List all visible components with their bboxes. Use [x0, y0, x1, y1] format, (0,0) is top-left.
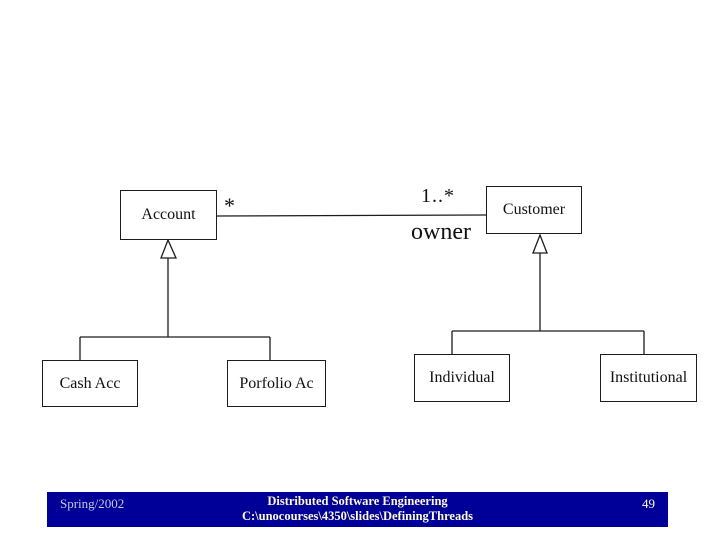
- footer-course-title: Distributed Software Engineering: [267, 494, 448, 508]
- association-line: [216, 214, 487, 217]
- multiplicity-customer-side: 1..*: [421, 185, 455, 207]
- association-role-label: owner: [411, 219, 471, 245]
- class-label-account: Account: [141, 206, 196, 223]
- footer-bar: Spring/2002 Distributed Software Enginee…: [47, 492, 668, 527]
- multiplicity-account-side: *: [224, 193, 235, 218]
- class-label-cash-acc: Cash Acc: [59, 374, 121, 392]
- class-label-institutional: Institutional: [609, 369, 688, 386]
- class-box-customer: Customer: [486, 186, 582, 234]
- footer-page-number: 49: [642, 496, 655, 511]
- footer-center-block: Distributed Software Engineering C:\unoc…: [47, 494, 668, 524]
- class-box-institutional: Institutional: [600, 354, 697, 402]
- account-generalization-triangle-icon: [160, 238, 178, 259]
- footer-file-path: C:\unocourses\4350\slides\DefiningThread…: [241, 509, 474, 523]
- class-box-cash-acc: Cash Acc: [42, 360, 138, 407]
- class-box-porfolio-ac: Porfolio Ac: [227, 360, 326, 407]
- class-label-porfolio-ac: Porfolio Ac: [239, 374, 314, 392]
- customer-generalization-lines: [451, 253, 645, 354]
- class-box-individual: Individual: [414, 354, 510, 402]
- customer-generalization-triangle-icon: [532, 233, 548, 254]
- class-label-customer: Customer: [502, 201, 566, 218]
- class-label-individual: Individual: [429, 369, 495, 386]
- account-generalization-lines: [79, 258, 271, 360]
- class-box-account: Account: [120, 190, 217, 240]
- footer-semester-label: Spring/2002: [60, 496, 125, 511]
